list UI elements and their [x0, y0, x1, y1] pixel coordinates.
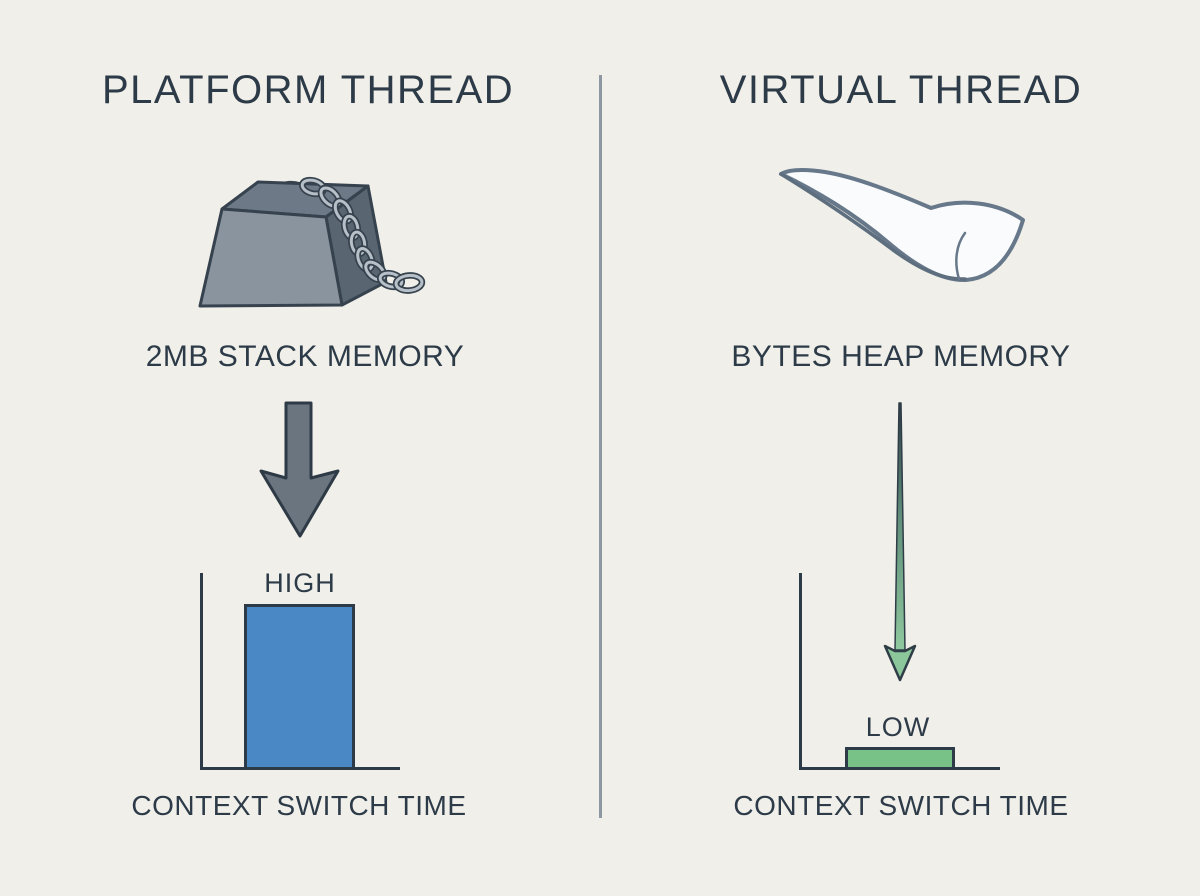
heap-memory-label: BYTES HEAP MEMORY	[731, 340, 1071, 373]
right-chart-y-axis	[799, 573, 802, 770]
low-context-switch-bar	[845, 747, 955, 770]
stack-memory-label: 2MB STACK MEMORY	[145, 340, 465, 373]
platform-thread-title: PLATFORM THREAD	[102, 68, 515, 112]
left-axis-label: CONTEXT SWITCH TIME	[131, 790, 467, 821]
virtual-thread-title: VIRTUAL THREAD	[719, 68, 1083, 112]
high-bar-label: HIGH	[264, 568, 336, 598]
thin-down-arrow-icon	[883, 402, 917, 682]
chain-links	[298, 176, 426, 294]
left-chart-y-axis	[200, 573, 203, 770]
feather-icon	[779, 167, 1025, 283]
weight-with-chain-icon	[198, 176, 426, 308]
right-axis-label: CONTEXT SWITCH TIME	[733, 790, 1069, 821]
low-bar-label: LOW	[865, 712, 931, 742]
high-context-switch-bar	[244, 604, 355, 770]
thick-down-arrow-icon	[259, 401, 340, 538]
panel-divider	[599, 75, 602, 818]
